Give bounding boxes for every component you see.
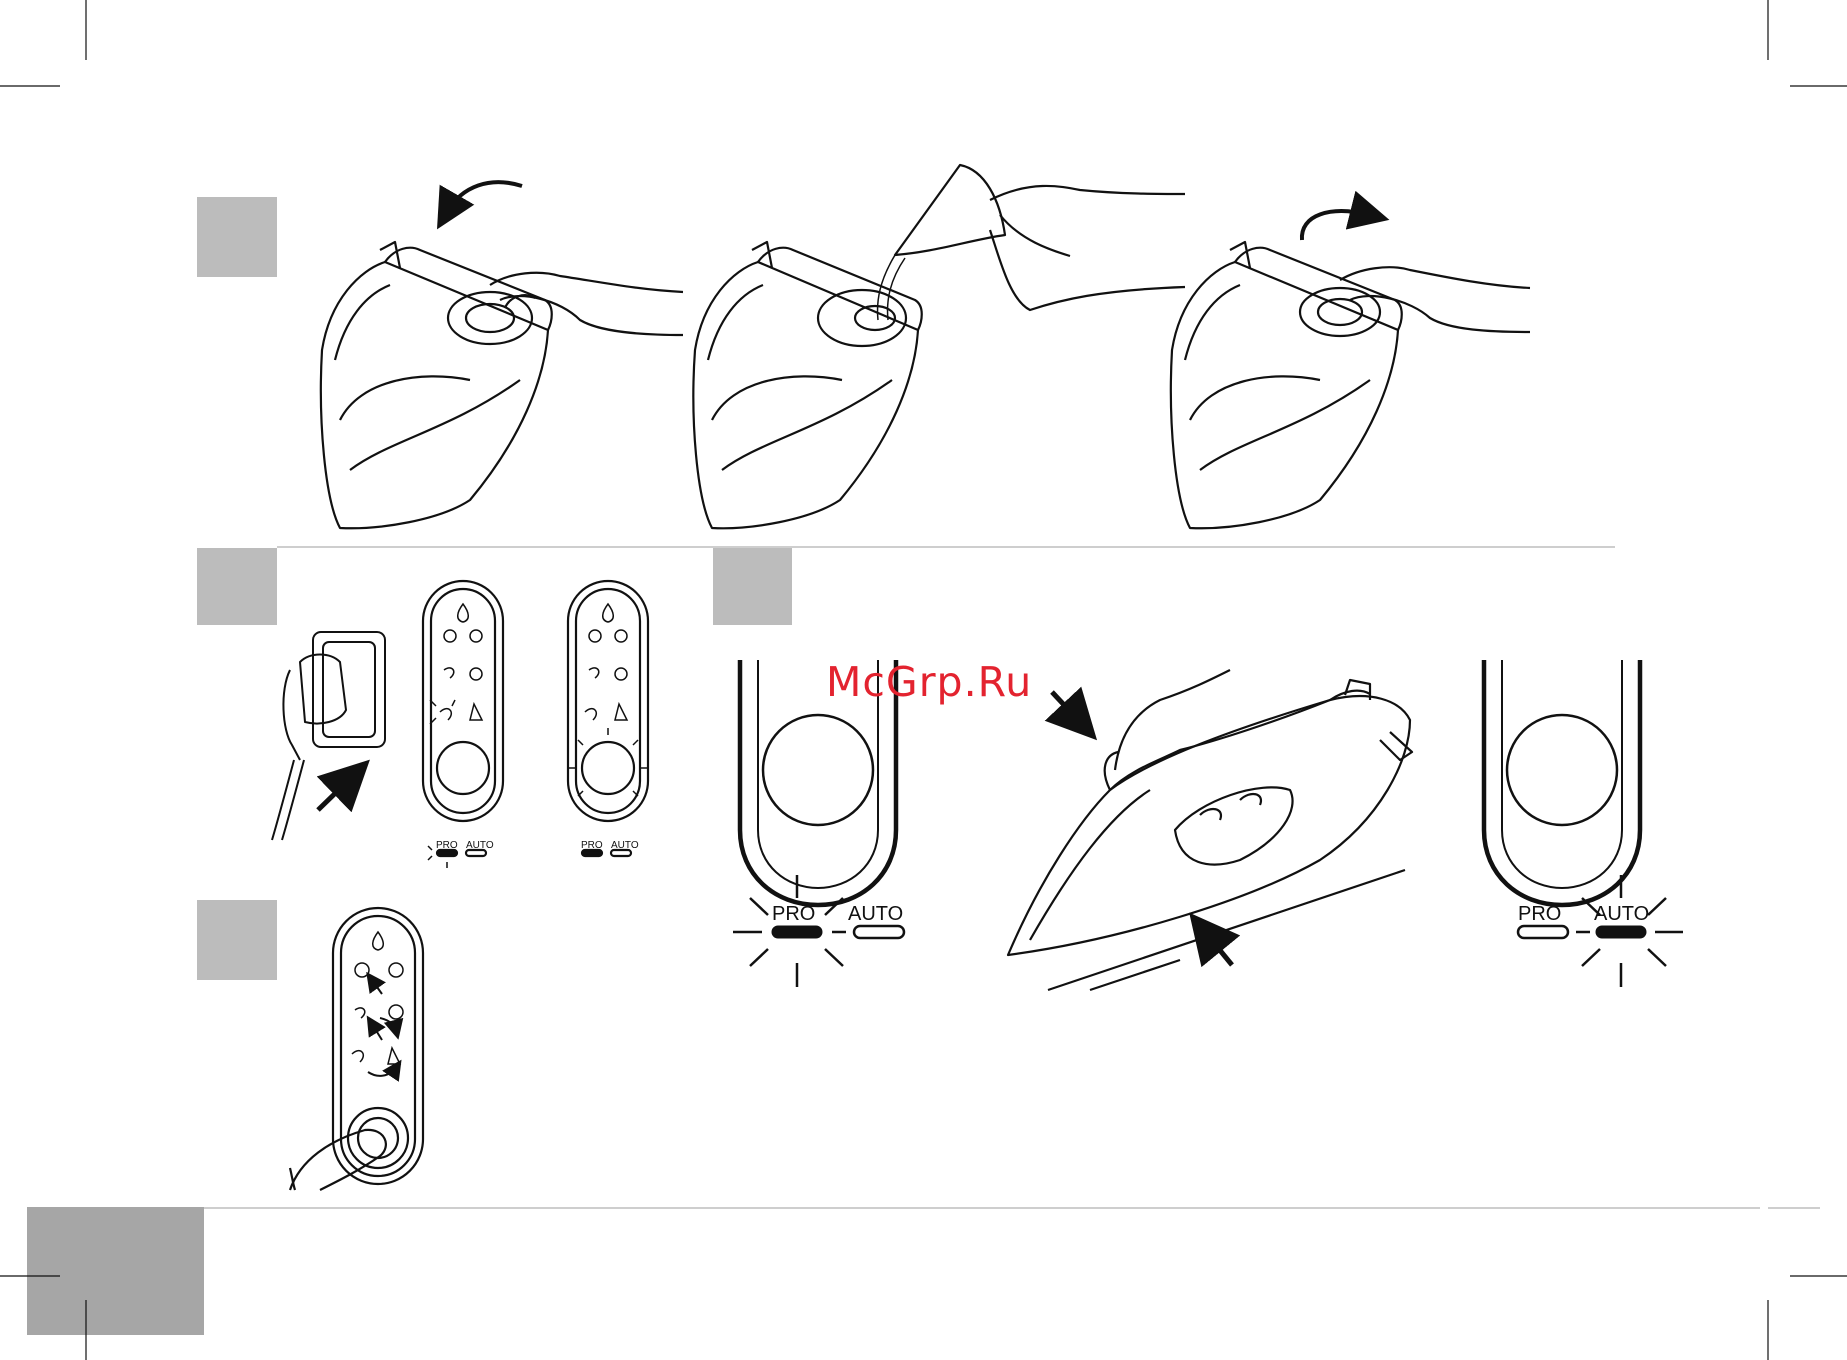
iron-open-cap (321, 242, 683, 528)
iron-filling (693, 165, 1185, 528)
fabric-icons (440, 604, 482, 720)
arrow-icon (368, 980, 396, 1076)
blink-rays (568, 728, 648, 796)
large-panel-right (1484, 660, 1683, 987)
control-panel-a (423, 581, 503, 868)
pro-label: PRO (1518, 903, 1561, 925)
arrow-icon (1302, 211, 1370, 240)
auto-label-small: AUTO (466, 840, 494, 851)
plug-icon (272, 632, 385, 840)
arrow-icon (447, 182, 522, 212)
iron-close-cap (1171, 242, 1530, 528)
large-panel-left (733, 660, 904, 987)
arrow-icon (1205, 932, 1232, 965)
arrow-icon (1052, 692, 1080, 722)
pro-label-small: PRO (436, 840, 458, 851)
pro-label: PRO (772, 903, 815, 925)
auto-label: AUTO (1594, 903, 1649, 925)
arrow-icon (318, 777, 352, 810)
auto-label: AUTO (848, 903, 903, 925)
auto-label-small: AUTO (611, 840, 639, 851)
pro-label-small: PRO (581, 840, 603, 851)
watermark: McGrp.Ru (826, 658, 1032, 706)
control-panel-b (568, 581, 648, 856)
control-panel-c (333, 908, 423, 1184)
